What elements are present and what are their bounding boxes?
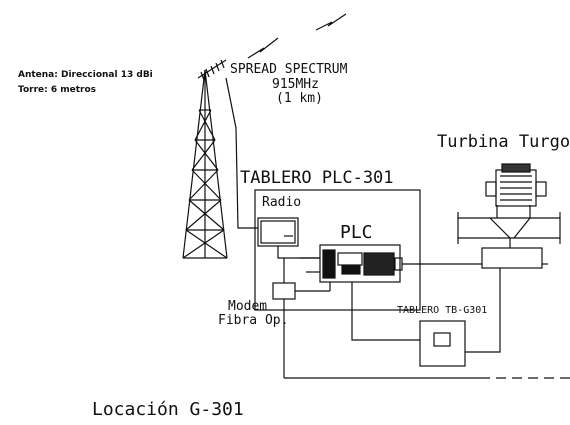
antenna-feed-cable bbox=[225, 77, 258, 229]
radio-device bbox=[257, 217, 299, 247]
range-label: (1 km) bbox=[276, 91, 323, 106]
frequency-label: 915MHz bbox=[272, 77, 319, 92]
fibra-op-label: Fibra Op. bbox=[218, 313, 289, 328]
plc-device bbox=[300, 244, 403, 283]
tablero-tb-g301-box bbox=[419, 320, 466, 367]
location-label: Locación G-301 bbox=[92, 399, 244, 420]
tablero-plc-301-box bbox=[254, 189, 421, 311]
tablero-tb-g301-label: TABLERO TB-G301 bbox=[397, 305, 488, 316]
plc-tb-link bbox=[351, 282, 420, 341]
antenna-tower bbox=[182, 69, 228, 259]
radio-label: Radio bbox=[262, 195, 302, 210]
modem-box bbox=[272, 282, 296, 300]
tb-turbine-link bbox=[465, 268, 501, 353]
directional-antenna-icon bbox=[197, 59, 227, 81]
turbina-turgo-unit bbox=[457, 163, 561, 248]
spread-spectrum-label: SPREAD SPECTRUM bbox=[230, 62, 348, 77]
antenna-spec-line1: Antena: Direccional 13 dBi bbox=[18, 70, 153, 80]
radio-link-bolt-upper bbox=[315, 13, 347, 31]
antenna-spec-line2: Torre: 6 metros bbox=[18, 85, 96, 95]
turbina-turgo-label: Turbina Turgo bbox=[437, 132, 570, 152]
modem-label: Modem bbox=[228, 299, 268, 314]
plc-label: PLC bbox=[340, 222, 373, 243]
radio-plc-link bbox=[277, 246, 320, 259]
tablero-plc-301-title: TABLERO PLC-301 bbox=[240, 168, 394, 188]
turbine-control-box bbox=[481, 247, 543, 269]
radio-link-bolt-lower bbox=[247, 37, 279, 59]
